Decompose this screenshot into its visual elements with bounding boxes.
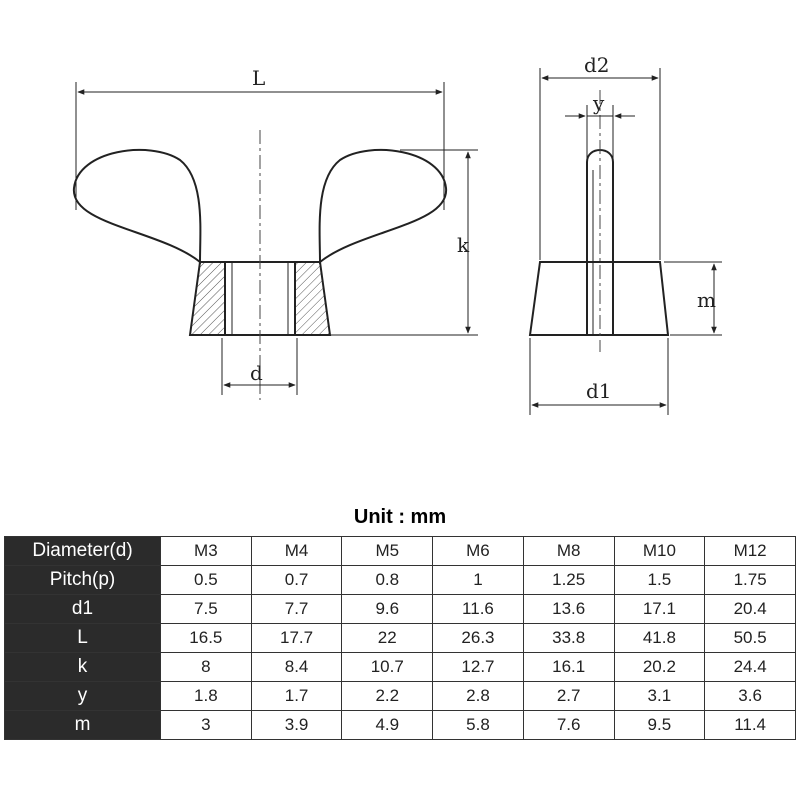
right-wing bbox=[318, 149, 448, 265]
header-label: Diameter(d) bbox=[4, 536, 161, 566]
label-d: d bbox=[250, 361, 263, 385]
side-view bbox=[528, 149, 670, 336]
table-cell: 9.5 bbox=[613, 710, 706, 740]
table-header-row: Diameter(d) M3 M4 M5 M6 M8 M10 M12 bbox=[4, 536, 796, 566]
column-header: M6 bbox=[432, 536, 524, 566]
table-cell: 1.8 bbox=[160, 681, 252, 711]
column-header: M3 bbox=[160, 536, 252, 566]
wing-nut-technical-drawing: L k d d2 y m bbox=[72, 53, 722, 415]
table-cell: 2.2 bbox=[341, 681, 434, 711]
column-header: M5 bbox=[341, 536, 434, 566]
table-row: d1 7.5 7.7 9.6 11.6 13.6 17.1 20.4 bbox=[4, 594, 796, 624]
table-cell: 2.7 bbox=[522, 681, 615, 711]
column-header: M4 bbox=[250, 536, 343, 566]
table-cell: 7.5 bbox=[160, 594, 252, 624]
table-cell: 20.2 bbox=[613, 652, 706, 682]
label-k: k bbox=[457, 233, 470, 257]
column-header: M12 bbox=[704, 536, 796, 566]
table-cell: 22 bbox=[341, 623, 434, 653]
table-cell: 33.8 bbox=[522, 623, 615, 653]
table-cell: 1.75 bbox=[704, 565, 796, 595]
table-row: Pitch(p) 0.5 0.7 0.8 1 1.25 1.5 1.75 bbox=[4, 565, 796, 595]
table-cell: 3.6 bbox=[704, 681, 796, 711]
label-y: y bbox=[592, 91, 605, 115]
label-d2: d2 bbox=[584, 53, 610, 77]
table-cell: 20.4 bbox=[704, 594, 796, 624]
table-cell: 11.6 bbox=[432, 594, 524, 624]
row-label: Pitch(p) bbox=[4, 565, 161, 595]
spec-table: Diameter(d) M3 M4 M5 M6 M8 M10 M12 Pitch… bbox=[4, 536, 796, 740]
column-header: M8 bbox=[522, 536, 615, 566]
table-row: L 16.5 17.7 22 26.3 33.8 41.8 50.5 bbox=[4, 623, 796, 653]
table-cell: 3 bbox=[160, 710, 252, 740]
table-cell: 1.7 bbox=[250, 681, 343, 711]
side-body bbox=[528, 261, 670, 336]
table-cell: 8.4 bbox=[250, 652, 343, 682]
table-cell: 5.8 bbox=[432, 710, 524, 740]
table-cell: 3.9 bbox=[250, 710, 343, 740]
table-cell: 8 bbox=[160, 652, 252, 682]
dimension-d bbox=[221, 338, 298, 395]
table-cell: 16.1 bbox=[522, 652, 615, 682]
dimension-m bbox=[664, 261, 722, 336]
left-wing bbox=[72, 149, 202, 265]
row-label: k bbox=[4, 652, 161, 682]
row-label: d1 bbox=[4, 594, 161, 624]
unit-title: Unit : mm bbox=[353, 506, 447, 528]
table-row: y 1.8 1.7 2.2 2.8 2.7 3.1 3.6 bbox=[4, 681, 796, 711]
table-cell: 16.5 bbox=[160, 623, 252, 653]
table-cell: 2.8 bbox=[432, 681, 524, 711]
table-cell: 12.7 bbox=[432, 652, 524, 682]
table-cell: 1 bbox=[432, 565, 524, 595]
table-cell: 4.9 bbox=[341, 710, 434, 740]
table-cell: 17.1 bbox=[613, 594, 706, 624]
table-cell: 1.25 bbox=[522, 565, 615, 595]
row-label: y bbox=[4, 681, 161, 711]
table-cell: 10.7 bbox=[341, 652, 434, 682]
dimension-k bbox=[330, 149, 478, 336]
column-header: M10 bbox=[613, 536, 706, 566]
label-m: m bbox=[697, 288, 716, 312]
table-cell: 7.6 bbox=[522, 710, 615, 740]
table-cell: 13.6 bbox=[522, 594, 615, 624]
table-cell: 7.7 bbox=[250, 594, 343, 624]
table-row: m 3 3.9 4.9 5.8 7.6 9.5 11.4 bbox=[4, 710, 796, 740]
row-label: m bbox=[4, 710, 161, 740]
dimension-L bbox=[75, 82, 445, 210]
table-cell: 0.8 bbox=[341, 565, 434, 595]
label-L: L bbox=[252, 66, 265, 90]
dimension-d1 bbox=[529, 338, 669, 415]
table-cell: 1.5 bbox=[613, 565, 706, 595]
table-cell: 26.3 bbox=[432, 623, 524, 653]
table-row: k 8 8.4 10.7 12.7 16.1 20.2 24.4 bbox=[4, 652, 796, 682]
table-cell: 0.5 bbox=[160, 565, 252, 595]
table-cell: 41.8 bbox=[613, 623, 706, 653]
table-cell: 24.4 bbox=[704, 652, 796, 682]
table-cell: 9.6 bbox=[341, 594, 434, 624]
dimension-y bbox=[565, 105, 635, 160]
label-d1: d1 bbox=[586, 379, 612, 403]
dimension-d2 bbox=[539, 68, 661, 260]
table-cell: 50.5 bbox=[704, 623, 796, 653]
row-label: L bbox=[4, 623, 161, 653]
table-cell: 11.4 bbox=[704, 710, 796, 740]
table-cell: 17.7 bbox=[250, 623, 343, 653]
table-cell: 0.7 bbox=[250, 565, 343, 595]
table-cell: 3.1 bbox=[613, 681, 706, 711]
